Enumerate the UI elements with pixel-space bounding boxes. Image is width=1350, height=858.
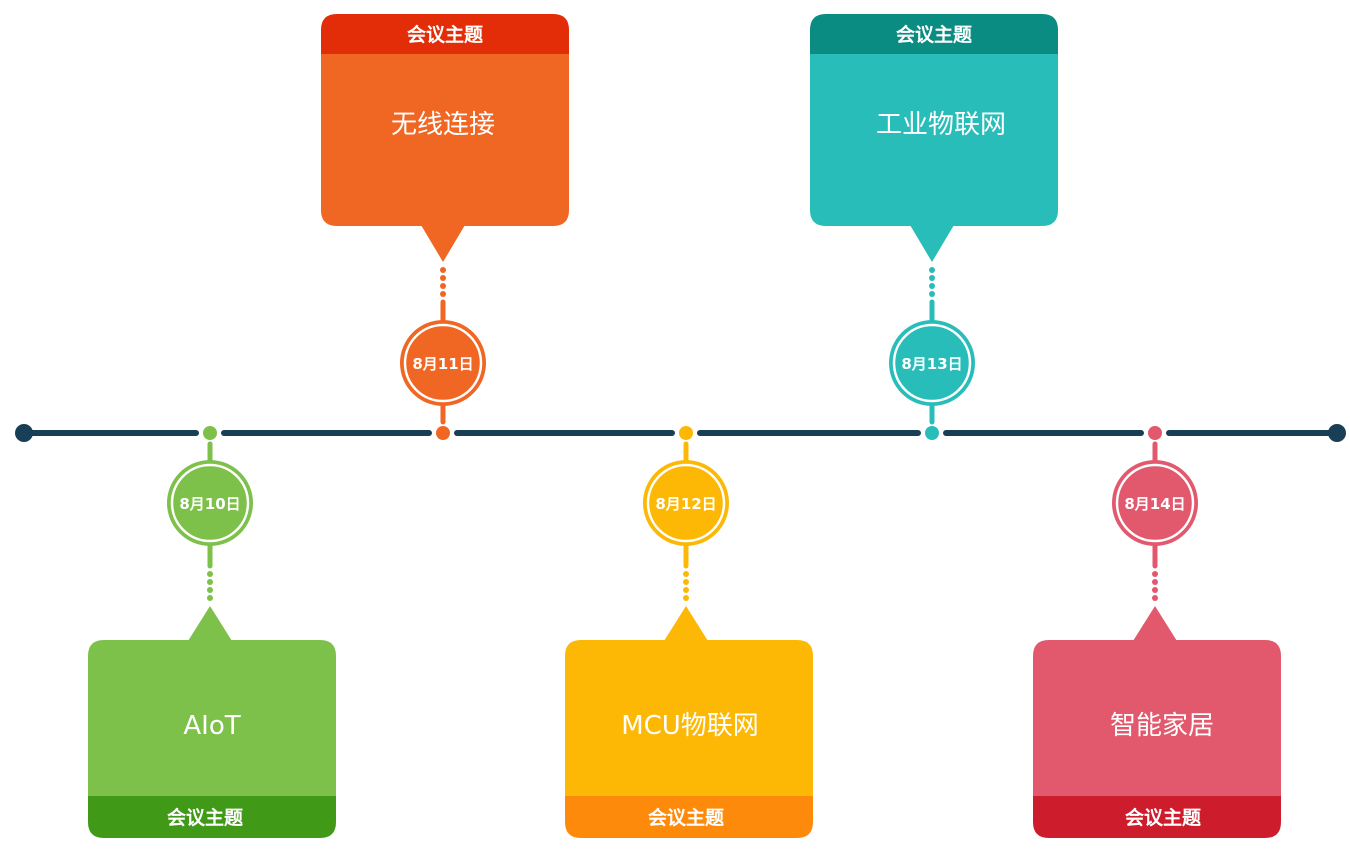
topic-card-header [810,14,1058,54]
date-badge [889,320,975,406]
callout-pointer [910,225,954,262]
topic-title: 智能家居 [1110,711,1214,741]
date-label: 8月10日 [179,495,240,513]
axis-start-dot [15,424,33,442]
topic-card-header [88,796,336,838]
date-label: 8月12日 [655,495,716,513]
axis-marker-dot [436,426,450,440]
date-badge [1112,460,1198,546]
dotted-connector [1152,571,1158,601]
event-smart-home: 8月14日 智能家居 会议主题 [1033,426,1281,838]
axis-end-dot [1328,424,1346,442]
axis-marker-dot [925,426,939,440]
date-label: 8月14日 [1124,495,1185,513]
date-badge [167,460,253,546]
topic-title: 无线连接 [391,110,495,140]
dotted-connector [929,267,935,297]
dotted-connector [207,571,213,601]
dotted-connector [683,571,689,601]
date-badge-ring [170,463,250,543]
date-badge-ring [646,463,726,543]
event-industrial-iot: 会议主题 工业物联网 8月13日 [810,14,1058,440]
topic-card [1033,640,1281,796]
axis-marker-dot [679,426,693,440]
topic-title: MCU物联网 [621,711,759,741]
axis-marker-dot [1148,426,1162,440]
callout-pointer [664,606,708,641]
topic-card [565,640,813,796]
date-badge [643,460,729,546]
date-badge [400,320,486,406]
topic-card [88,640,336,796]
event-aiot: 8月10日 AIoT 会议主题 [88,426,336,838]
callout-pointer [1133,606,1177,641]
axis-marker-dot [203,426,217,440]
dotted-connector [440,267,446,297]
callout-pointer [421,225,465,262]
date-badge-ring [1115,463,1195,543]
topic-card [810,54,1058,226]
topic-header-label: 会议主题 [167,806,243,829]
topic-card-header [321,14,569,54]
topic-card [321,54,569,226]
callout-pointer [188,606,232,641]
topic-card-header [1033,796,1281,838]
event-wireless: 会议主题 无线连接 8月11日 [321,14,569,440]
topic-title: AIoT [183,711,240,741]
topic-header-label: 会议主题 [648,806,724,829]
date-badge-ring [892,323,972,403]
topic-card-header [565,796,813,838]
topic-header-label: 会议主题 [1125,806,1201,829]
date-badge-ring [403,323,483,403]
topic-header-label: 会议主题 [407,23,483,46]
topic-header-label: 会议主题 [896,23,972,46]
date-label: 8月11日 [412,355,473,373]
topic-title: 工业物联网 [876,110,1006,140]
event-mcu-iot: 8月12日 MCU物联网 会议主题 [565,426,813,838]
date-label: 8月13日 [901,355,962,373]
